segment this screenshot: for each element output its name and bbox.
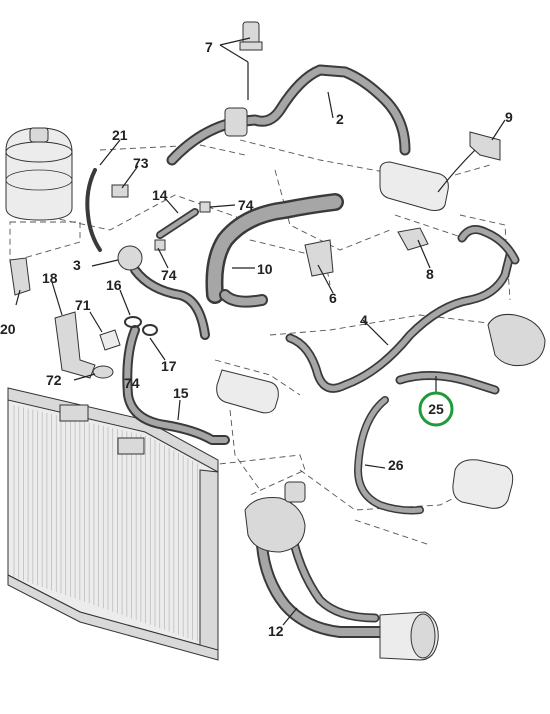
components (9, 21, 546, 661)
small-cooler (216, 369, 279, 414)
egr-cooler-lower (452, 459, 514, 509)
label-73: 73 (133, 155, 149, 171)
hoses (85, 64, 520, 638)
part-17-oring (142, 324, 158, 336)
label-12: 12 (268, 623, 284, 639)
expansion-tank (5, 127, 73, 221)
label-16: 16 (106, 277, 122, 293)
part-7-valve (242, 21, 260, 45)
label-74-mid: 74 (161, 267, 177, 283)
label-4: 4 (360, 312, 368, 328)
radiator-mount-left (59, 404, 89, 422)
label-3: 3 (73, 257, 81, 273)
label-17: 17 (161, 358, 177, 374)
thermostat-housing (487, 314, 546, 366)
label-6: 6 (329, 290, 337, 306)
part-8-bracket (397, 227, 429, 251)
part-labels: 7 2 9 21 73 14 74 3 74 10 8 6 18 16 71 4… (0, 39, 513, 639)
part-18-bracket (54, 311, 96, 379)
label-8: 8 (426, 266, 434, 282)
label-72: 72 (46, 372, 62, 388)
label-20: 20 (0, 321, 16, 337)
label-9: 9 (505, 109, 513, 125)
pump-housing (244, 497, 306, 553)
label-26: 26 (388, 457, 404, 473)
part-71-tag (99, 329, 121, 351)
label-74-low: 74 (124, 375, 140, 391)
label-74-top: 74 (238, 197, 254, 213)
egr-cooler-upper (379, 161, 449, 211)
label-25: 25 (428, 401, 444, 417)
label-10: 10 (257, 261, 273, 277)
label-15: 15 (173, 385, 189, 401)
part-2-connector (224, 107, 248, 137)
highlight-circle-25 (418, 391, 454, 427)
label-71: 71 (75, 297, 91, 313)
tank-cap (29, 127, 49, 143)
label-18: 18 (42, 270, 58, 286)
part-74-clip-1 (199, 201, 211, 213)
part-20-bracket (9, 257, 31, 296)
radiator-mount-right (117, 437, 145, 455)
part-6-bracket (304, 239, 334, 277)
part-3-pump (117, 245, 143, 271)
label-7: 7 (205, 39, 213, 55)
part-9-bracket (469, 131, 501, 161)
label-14: 14 (152, 187, 168, 203)
part-73-clip (111, 184, 129, 198)
part-74-clip-2 (154, 239, 166, 251)
radiator (7, 387, 219, 661)
part-16-oring (124, 316, 142, 328)
label-21: 21 (112, 127, 128, 143)
part-72-ring (92, 365, 114, 379)
leader-lines (15, 37, 506, 626)
label-2: 2 (336, 111, 344, 127)
